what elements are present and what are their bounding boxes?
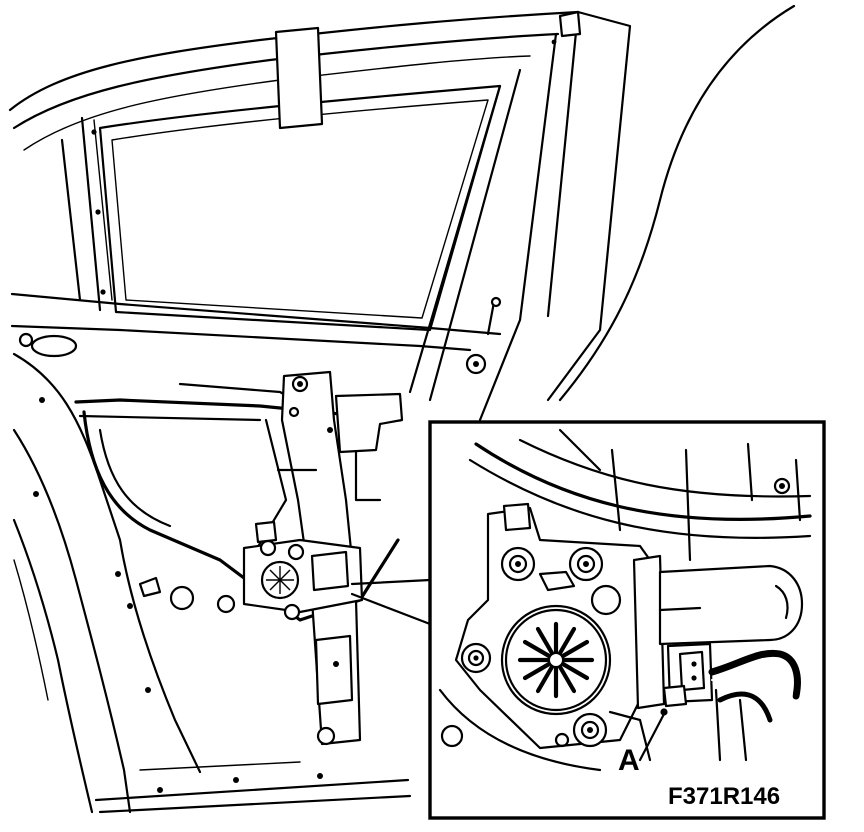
detail-inset <box>428 420 826 820</box>
callout-label-a: A <box>618 744 640 777</box>
car-body-outline <box>558 4 796 402</box>
inner-door-panel <box>12 332 458 814</box>
door-frame <box>8 10 632 422</box>
detail-leader-lines <box>350 578 432 626</box>
figure-code-label: F371R146 <box>668 783 780 810</box>
belt-line <box>10 292 502 375</box>
regulator-motor-small <box>216 520 364 621</box>
